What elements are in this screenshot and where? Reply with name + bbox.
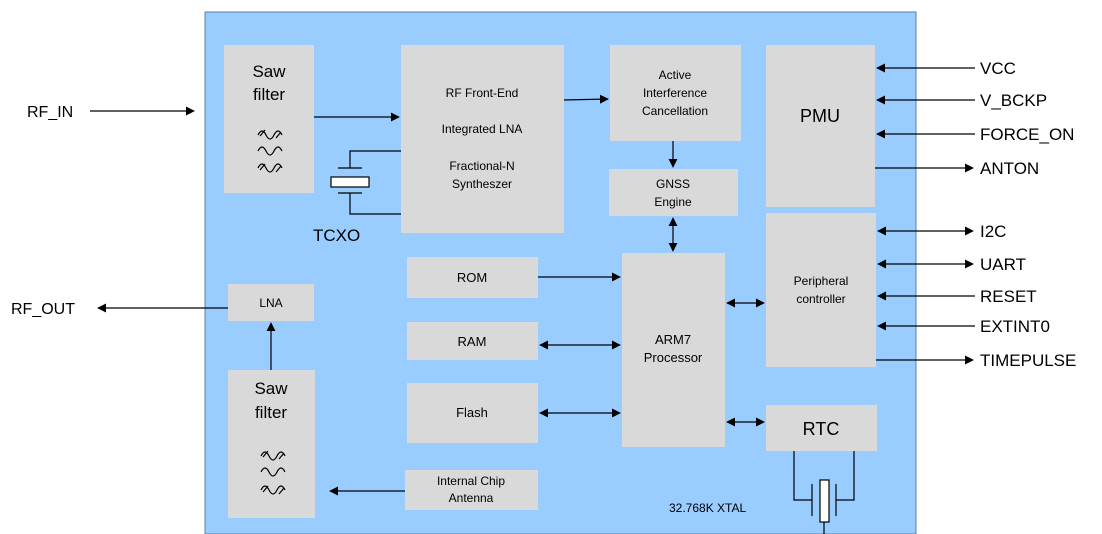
tcxo-label: TCXO (313, 226, 360, 245)
peripheral-label-2: controller (796, 292, 845, 306)
anton-label: ANTON (980, 159, 1039, 178)
rtc-label: RTC (803, 419, 840, 439)
pmu-label: PMU (800, 106, 840, 126)
aic-label-1: Active (659, 68, 692, 82)
peripheral-controller-block: Peripheral controller (766, 213, 876, 367)
rf-out-label: RF_OUT (11, 301, 75, 318)
force-on-label: FORCE_ON (980, 125, 1074, 144)
tcxo-crystal-icon (330, 150, 401, 215)
peripheral-label-1: Peripheral (794, 274, 849, 288)
v-bckp-label: V_BCKP (980, 91, 1047, 110)
ram-label: RAM (458, 334, 487, 349)
xtal-label: 32.768K XTAL (669, 501, 746, 515)
ram-block: RAM (407, 322, 538, 360)
timepulse-label: TIMEPULSE (980, 351, 1076, 370)
lna-block: LNA (228, 284, 314, 321)
rtc-block: RTC (766, 405, 877, 451)
rf-in-label: RF_IN (27, 104, 73, 121)
arm-label-1: ARM7 (655, 332, 691, 347)
pmu-block: PMU (766, 45, 875, 207)
synthesizer-label: Syntheszer (452, 177, 512, 191)
gnss-label-1: GNSS (656, 177, 690, 191)
vcc-label: VCC (980, 59, 1016, 78)
rom-label: ROM (457, 270, 487, 285)
internal-chip-antenna-block: Internal Chip Antenna (405, 470, 538, 510)
extint0-label: EXTINT0 (980, 317, 1050, 336)
saw-filter-top: Saw filter (224, 45, 314, 193)
flash-label: Flash (456, 405, 488, 420)
aic-label-3: Cancellation (642, 104, 708, 118)
lna-label: LNA (259, 296, 282, 310)
interference-cancellation-block: Active Interference Cancellation (610, 45, 741, 141)
antenna-label-2: Antenna (449, 491, 494, 505)
gnss-engine-block: GNSS Engine (609, 169, 738, 216)
antenna-label-1: Internal Chip (437, 474, 505, 488)
saw-filter-bottom-label-1: Saw (254, 379, 288, 398)
rtc-crystal-icon (793, 451, 855, 534)
saw-filter-bottom: Saw filter (228, 370, 315, 518)
filter-symbol-icon (260, 450, 286, 495)
arm7-processor-block: ARM7 Processor (622, 253, 725, 447)
frontend-to-aic-arrow (563, 94, 609, 104)
i2c-label: I2C (980, 222, 1006, 241)
aic-label-2: Interference (643, 86, 707, 100)
integrated-lna-label: Integrated LNA (442, 122, 523, 136)
uart-label: UART (980, 255, 1026, 274)
saw-filter-top-label-1: Saw (252, 62, 286, 81)
filter-symbol-icon (257, 129, 283, 173)
rf-frontend-block: RF Front-End Integrated LNA Fractional-N… (401, 45, 564, 233)
fractional-n-label: Fractional-N (449, 159, 514, 173)
rom-block: ROM (407, 257, 538, 298)
gnss-label-2: Engine (654, 195, 692, 209)
arm-label-2: Processor (644, 350, 703, 365)
reset-label: RESET (980, 287, 1037, 306)
flash-block: Flash (407, 383, 538, 443)
saw-filter-top-label-2: filter (253, 85, 285, 104)
saw-filter-bottom-label-2: filter (255, 403, 287, 422)
rf-frontend-label: RF Front-End (446, 86, 519, 100)
